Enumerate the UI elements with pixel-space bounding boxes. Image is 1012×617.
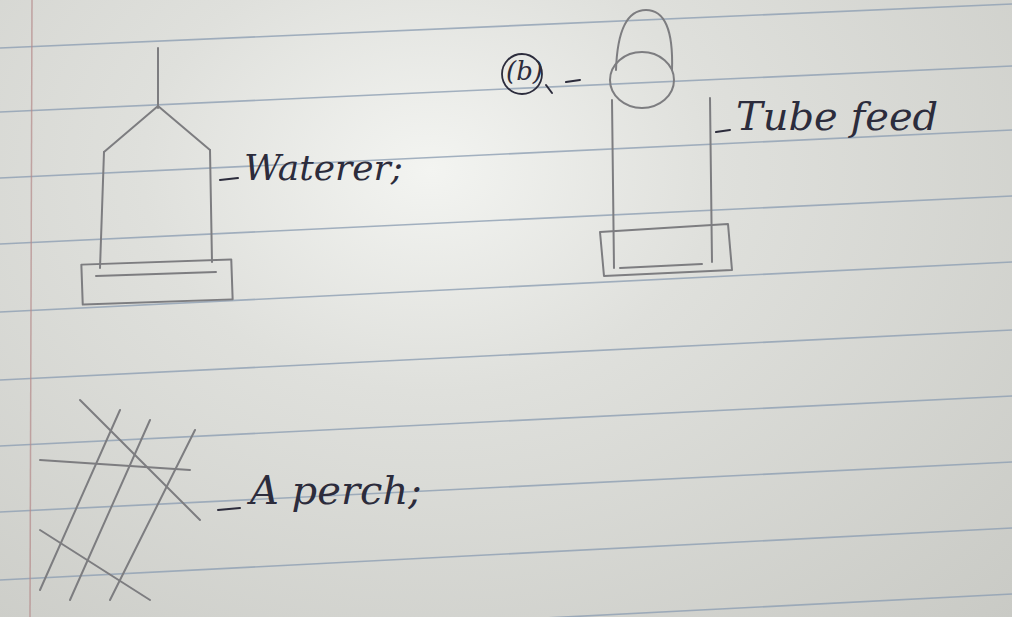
ruled-lines xyxy=(0,4,1012,617)
part-label: Tube feed xyxy=(736,96,938,136)
label-circle xyxy=(502,54,542,94)
perch-sketch xyxy=(40,400,200,600)
tube-feeder-sketch xyxy=(600,10,732,276)
part-label: Waterer; xyxy=(244,150,403,186)
part-label: A perch; xyxy=(250,470,422,510)
leader-dashes xyxy=(218,80,730,510)
waterer-sketch xyxy=(81,48,232,305)
margin-line xyxy=(30,0,32,617)
item-letter: (b) xyxy=(506,58,543,84)
